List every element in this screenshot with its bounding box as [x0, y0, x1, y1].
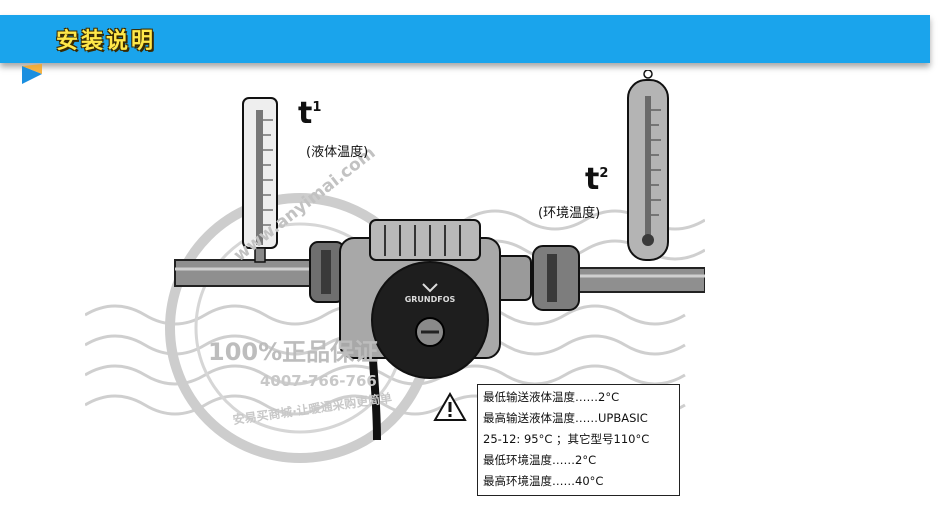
spec-line: 最高环境温度……40°C: [483, 474, 604, 488]
spec-line: 最低输送液体温度……2°C: [483, 390, 620, 404]
left-union: [309, 241, 345, 303]
t1-caption: (液体温度): [306, 145, 369, 160]
corner-triangle-icon: [22, 64, 42, 84]
pump-body: GRUNDFOS: [339, 219, 501, 379]
t1-symbol: t1: [298, 96, 322, 131]
watermark-phone: 4007-766-766: [260, 372, 377, 390]
thermometer-t2: [627, 70, 669, 261]
right-union: [494, 245, 580, 311]
pipe: [174, 259, 705, 293]
header-banner: 安装说明: [0, 15, 930, 63]
pump-installation-diagram: GRUNDFOS: [85, 70, 705, 463]
spec-line: 最高输送液体温度……UPBASIC: [483, 411, 648, 425]
t2-symbol: t2: [585, 162, 609, 197]
spec-line: 25-12: 95°C ；其它型号110°C: [483, 432, 650, 446]
watermark-guarantee: 100%正品保证: [208, 338, 379, 366]
power-cable: [369, 359, 381, 441]
warning-icon: [433, 392, 467, 421]
temperature-spec-box: 最低输送液体温度……2°C 最高输送液体温度……UPBASIC 25-12: 9…: [477, 384, 680, 496]
thermometer-t1: [242, 97, 278, 263]
t2-caption: (环境温度): [538, 206, 601, 221]
spec-line: 最低环境温度……2°C: [483, 453, 597, 467]
section-title: 安装说明: [56, 29, 157, 54]
pump-brand-label: GRUNDFOS: [405, 295, 456, 304]
